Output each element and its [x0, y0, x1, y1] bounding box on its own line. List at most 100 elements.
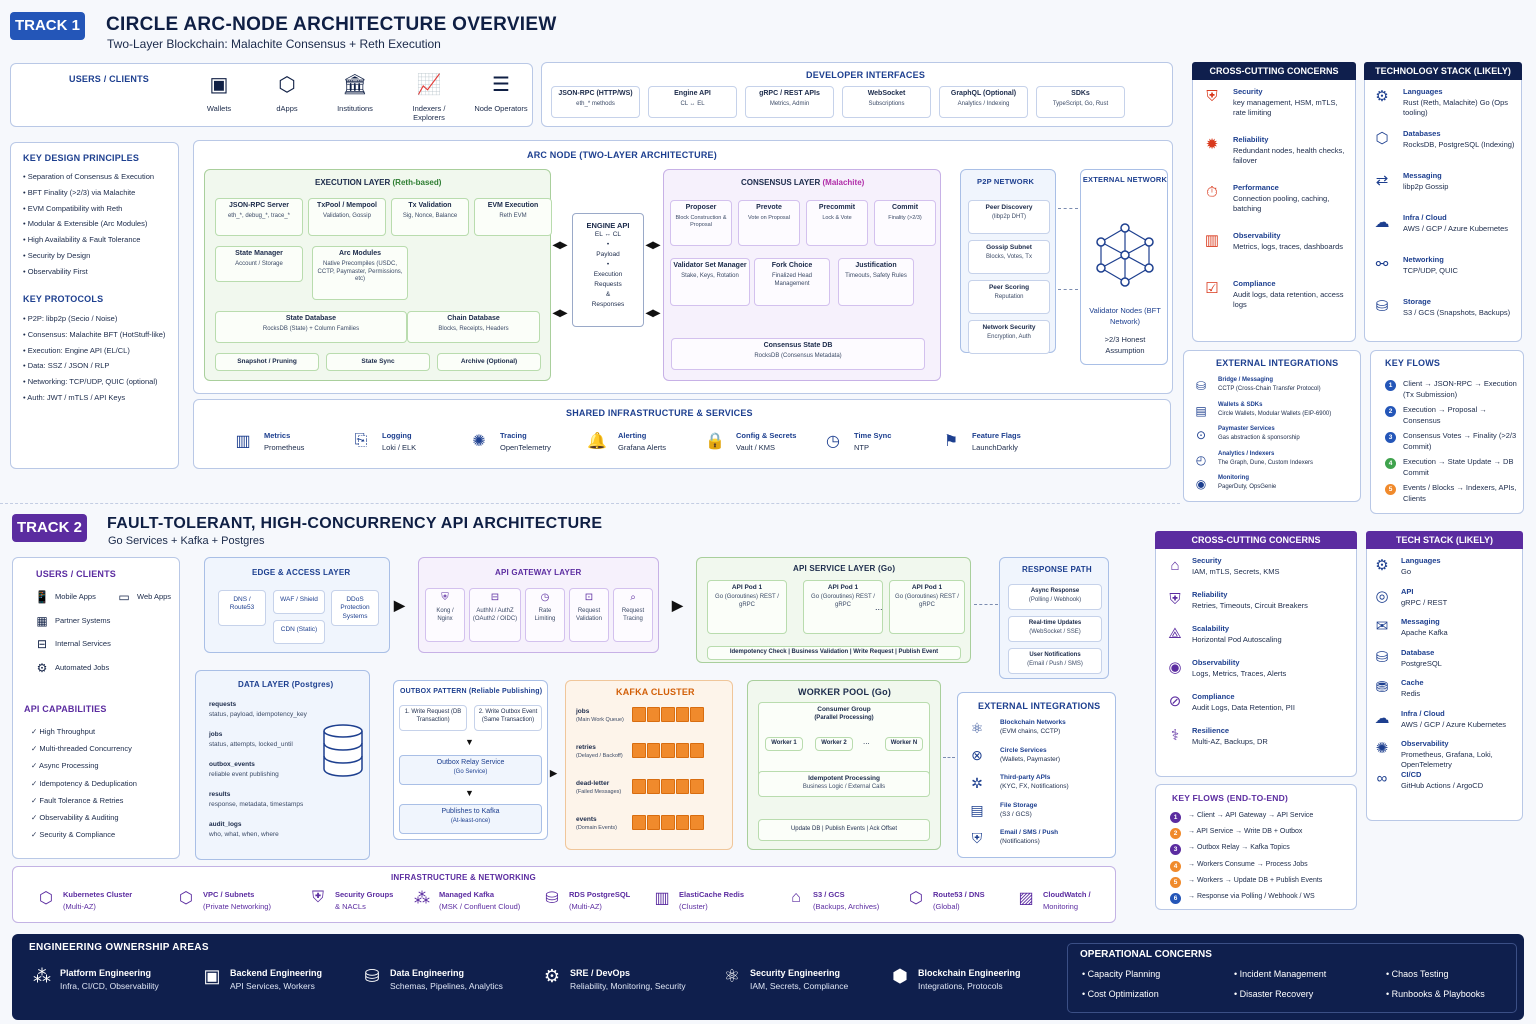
protocols-title: KEY PROTOCOLS: [23, 294, 104, 304]
track1-title: CIRCLE ARC-NODE ARCHITECTURE OVERVIEW: [106, 14, 557, 35]
gateway-layer: API GATEWAY LAYER ⛨Kong / Nginx⊟AuthN / …: [418, 557, 659, 653]
t1-cross-item-title: Observability: [1233, 231, 1281, 240]
bullet-icon: •: [1386, 989, 1390, 999]
flow-step-text: Consensus Votes → Finality (>2/3 Commit): [1403, 431, 1517, 451]
ownership-area-scope: Infra, CI/CD, Observability: [60, 981, 159, 991]
compliance-icon: ⊘: [1168, 693, 1182, 710]
security-group-icon: ⛨: [311, 889, 324, 906]
database-icon: ⛁: [1375, 648, 1389, 666]
kafka-topic-name: jobs: [576, 708, 590, 715]
t2-cross-item-title: Reliability: [1192, 590, 1228, 599]
kafka-topic-name: retries: [576, 744, 596, 751]
infra-item: ⬡Route53 / DNS(Global): [907, 887, 1032, 919]
principle-item: • Separation of Consensus & Execution: [23, 172, 155, 181]
principle-item: • Security by Design: [23, 250, 91, 260]
cloudwatch-icon: ▨: [1018, 890, 1034, 907]
dev-interface-desc: CL ↔ EL: [680, 100, 705, 107]
engine-api-line: •: [606, 241, 610, 249]
track2-title: FAULT-TOLERANT, HIGH-CONCURRENCY API ARC…: [107, 515, 603, 532]
speedometer-icon: ⏱: [1206, 183, 1218, 201]
ownership-area-name: Security Engineering: [750, 968, 841, 978]
t1-ext-item-title: Paymaster Services: [1218, 426, 1275, 432]
infra-item-desc: (Multi-AZ): [569, 902, 602, 911]
t2-tech-item-desc: Redis: [1401, 689, 1421, 698]
ops-concern-label: Disaster Recovery: [1239, 989, 1314, 999]
dev-interface-card[interactable]: JSON-RPC (HTTP/WS)eth_* methods: [551, 86, 640, 118]
p2p-component-name: Gossip Subnet: [986, 244, 1032, 251]
flow-step-number: 3: [1385, 432, 1396, 443]
response-option: User Notifications(Email / Push / SMS): [1008, 648, 1102, 674]
kafka-partition: [675, 743, 690, 758]
arrow-edge-gateway: ▶: [394, 597, 405, 613]
ops-concern-label: Incident Management: [1239, 969, 1327, 979]
bullet-icon: •: [1234, 969, 1238, 979]
postgres-icon: ⛁: [545, 890, 559, 907]
lock-icon: 🔒: [705, 433, 725, 450]
t2-user-client: ⊟Internal Services: [33, 637, 113, 655]
messaging-icon: ⇄: [1375, 172, 1389, 189]
kafka-partition: [632, 779, 646, 794]
infra-item: ⛁RDS PostgreSQL(Multi-AZ): [543, 887, 668, 919]
t1-ext-panel: EXTERNAL INTEGRATIONS ⛁Bridge / Messagin…: [1183, 350, 1361, 502]
t1-cross-item-title: Reliability: [1233, 135, 1269, 144]
arc-node-title: ARC NODE (TWO-LAYER ARCHITECTURE): [527, 150, 717, 160]
capability-item: ✓ High Throughput: [31, 727, 96, 736]
service-response-link: [974, 604, 998, 605]
consensus-step-name: Proposer: [685, 204, 717, 211]
web-icon: ▭: [118, 590, 130, 604]
worker-node: Worker N: [885, 737, 923, 751]
worker-node-name: Worker 2: [821, 740, 847, 746]
shared-service-tool: Vault / KMS: [736, 443, 776, 452]
infra-item-desc: (Private Networking): [203, 902, 271, 911]
data-icon: ⛁: [364, 966, 380, 986]
shared-service-tool: Loki / ELK: [382, 443, 417, 452]
t2-cross-item-title: Resilience: [1192, 726, 1230, 735]
t2-user-client-label: Mobile Apps: [55, 592, 96, 601]
user-client-label: Node Operators: [474, 104, 528, 113]
t1-tech-item-title: Infra / Cloud: [1403, 213, 1447, 222]
principle-item: • Modular & Extensible (Arc Modules): [23, 219, 148, 229]
flow-step-text: → Outbox Relay → Kafka Topics: [1188, 844, 1290, 852]
flow-step-text: → Workers → Update DB + Publish Events: [1188, 876, 1323, 884]
t2-tech-item-desc: GitHub Actions / ArgoCD: [1401, 780, 1484, 790]
flow-step-text: Execution → State Update → DB Commit: [1403, 457, 1514, 477]
t2-ext-item-desc: (EVM chains, CCTP): [1000, 728, 1061, 735]
t2-infra-list: ⬡Kubernetes Cluster(Multi-AZ)⬡VPC / Subn…: [37, 887, 1115, 921]
kafka-partition-bar: [632, 815, 704, 830]
kafka-topic: events(Domain Events): [576, 813, 726, 845]
t2-cross-item-desc: Audit Logs, Data Retention, PII: [1192, 703, 1295, 712]
infra-item-name: Managed Kafka: [439, 890, 495, 899]
exec-component-name: TxPool / Mempool: [317, 202, 377, 209]
user-client-3: 📈Indexers / Explorers: [399, 72, 459, 123]
data-table-name: results: [209, 791, 231, 798]
shield-icon: ⛨: [1206, 87, 1218, 105]
shared-service-name: Feature Flags: [972, 431, 1021, 440]
t1-cross-item-desc: Redundant nodes, health checks, failover: [1233, 146, 1345, 166]
engine-api-line: &: [605, 291, 611, 299]
t1-tech-item-desc: Rust (Reth, Malachite) Go (Ops tooling): [1403, 98, 1509, 118]
protocol-item: • P2P: libp2p (Secio / Noise): [23, 314, 118, 323]
dev-interface-desc: TypeScript, Go, Rust: [1052, 100, 1109, 107]
t2-ext-item-desc: (KYC, FX, Notifications): [1000, 783, 1069, 790]
infra-item-name: Security Groups: [335, 890, 394, 899]
dev-interface-card[interactable]: GraphQL (Optional)Analytics / Indexing: [939, 86, 1028, 118]
t1-cross-item-title: Compliance: [1233, 279, 1276, 288]
t2-tech-item-title: Database: [1401, 647, 1435, 657]
bullet-icon: •: [1234, 989, 1238, 999]
